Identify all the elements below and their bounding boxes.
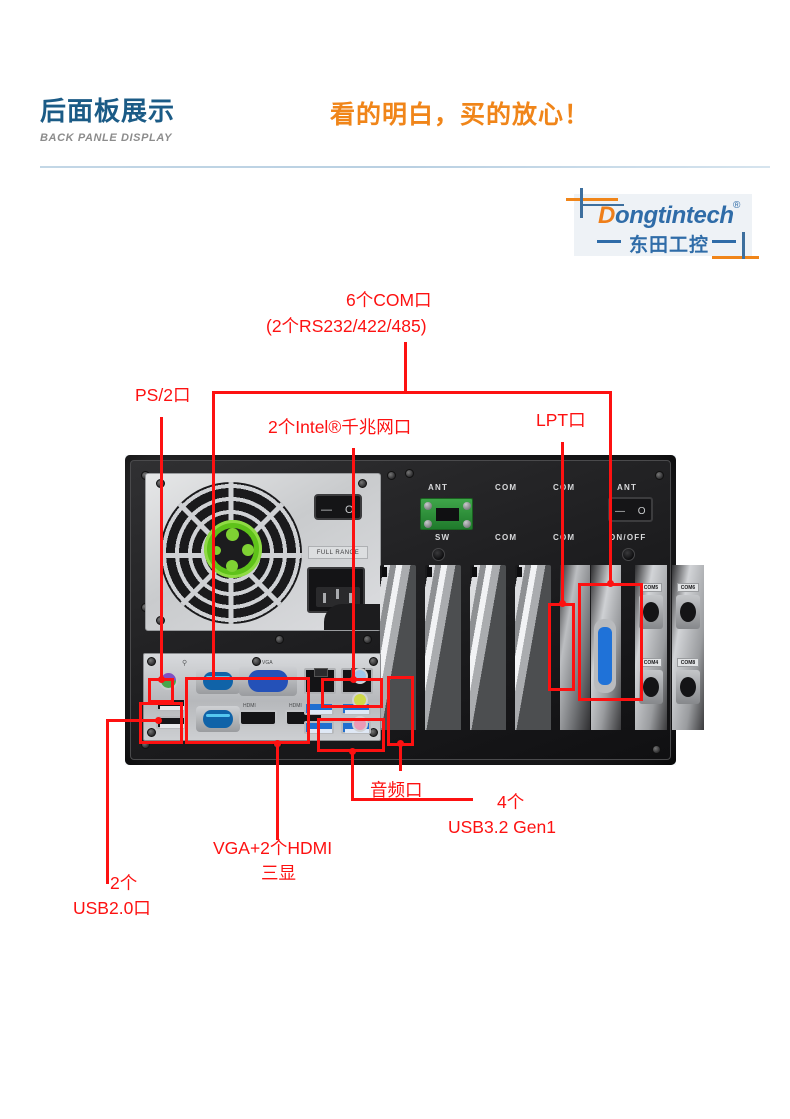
hdmi-port[interactable] — [239, 710, 277, 726]
motherboard-io-panel: ⚲ VGA HDMI HDMI — [143, 653, 381, 741]
db9-serial-port[interactable] — [676, 670, 700, 704]
com-port-tag: COM8 — [677, 658, 699, 667]
highlight-com-card — [578, 583, 643, 701]
callout-lpt-label: LPT口 — [536, 410, 586, 430]
callout-usb3-dot — [349, 748, 356, 755]
lpt-port-connector — [598, 627, 612, 685]
callout-lan-label: 2个Intel®千兆网口 — [268, 417, 411, 439]
callout-com-left-drop — [212, 391, 215, 678]
header-divider — [40, 166, 770, 168]
callout-ps2-stem — [160, 417, 163, 679]
chassis-onoff-switch[interactable]: — O — [608, 497, 653, 522]
logo-corner-left-blue — [580, 188, 583, 218]
highlight-video-ports — [185, 677, 310, 744]
com-port-tag: COM6 — [677, 583, 699, 592]
page-subtitle: BACK PANLE DISPLAY — [40, 132, 173, 144]
callout-lan-pre: 2个Intel — [268, 417, 329, 437]
callout-usb3-line2: USB3.2 Gen1 — [448, 817, 556, 837]
callout-lpt-stem — [561, 442, 564, 604]
callout-vga-dot — [274, 740, 281, 747]
case-screw — [652, 745, 661, 754]
case-screw — [363, 635, 372, 644]
logo-corner-bottom-orange — [712, 256, 759, 259]
highlight-lan-ports — [321, 678, 383, 708]
highlight-lpt-port — [548, 603, 575, 691]
callout-lan-stem — [352, 448, 355, 679]
callout-usb2-arm — [106, 719, 159, 722]
callout-ps2-label: PS/2口 — [135, 385, 191, 405]
expansion-slot — [380, 565, 416, 730]
expansion-slot — [425, 565, 461, 730]
callout-com-line1: 6个COM口 — [346, 290, 432, 310]
slot-blank-cover — [560, 565, 590, 730]
antenna-terminal-block[interactable] — [420, 498, 473, 530]
case-screw — [275, 635, 284, 644]
callout-audio-dot — [397, 740, 404, 747]
antenna-hole-right — [622, 548, 635, 561]
callout-com-line2: (2个RS232/422/485) — [266, 316, 427, 336]
highlight-ps2-port — [148, 678, 174, 703]
callout-vga-stem — [276, 744, 279, 840]
callout-usb2-line1: 2个 — [110, 873, 138, 893]
callout-usb3-line1: 4个 — [497, 792, 525, 812]
highlight-usb2-ports — [139, 702, 183, 744]
expansion-slot — [470, 565, 506, 730]
callout-usb3-stem — [351, 752, 354, 799]
callout-com-right-drop — [609, 391, 612, 584]
silk-sw: SW — [435, 533, 451, 542]
logo-wordmark: ongtintech — [615, 202, 734, 229]
antenna-hole-left — [432, 548, 445, 561]
logo-dash-left — [597, 240, 621, 243]
psu-switch-marks: — O — [321, 504, 359, 516]
vga-port[interactable] — [239, 666, 297, 696]
highlight-audio-jacks — [387, 676, 414, 746]
case-screw — [405, 469, 414, 478]
callout-com-stem — [404, 342, 407, 393]
silk-ant-right: ANT — [617, 483, 638, 492]
callout-usb2-stem — [106, 719, 109, 884]
lpt-parallel-port[interactable] — [594, 619, 616, 693]
callout-vga-line1: VGA+2个HDMI — [213, 838, 333, 858]
page-header: 后面板展示 BACK PANLE DISPLAY 看的明白，买的放心！ — [0, 0, 790, 175]
callout-com-bracket — [212, 391, 612, 394]
highlight-usb3-ports — [317, 718, 385, 752]
callout-usb3-arm — [351, 798, 473, 801]
case-screw — [655, 471, 664, 480]
db9-serial-port[interactable] — [676, 595, 700, 629]
brand-logo: D ongtintech ® 东田工控 — [566, 188, 759, 262]
case-screw — [387, 471, 396, 480]
db9-serial-port[interactable] — [639, 595, 663, 629]
callout-usb2-line2: USB2.0口 — [73, 898, 151, 918]
logo-chinese-name: 东田工控 — [629, 235, 710, 256]
logo-corner-right-blue — [742, 232, 745, 259]
callout-audio-stem — [399, 744, 402, 771]
expansion-slot — [515, 565, 551, 730]
logo-corner-top-blue — [580, 204, 624, 206]
silk-ant-left: ANT — [428, 483, 449, 492]
lpt-expansion-card — [591, 565, 621, 730]
silk-com-b: COM — [495, 533, 518, 542]
callout-lan-sup: ® — [328, 417, 342, 437]
io-switch-marks: — O — [615, 506, 651, 517]
callout-lan-post: 千兆网口 — [341, 417, 412, 437]
callout-audio-label: 音频口 — [370, 780, 423, 800]
annotation-overlay: 6个COM口 (2个RS232/422/485) PS/2口 2个Intel®千… — [0, 280, 790, 930]
registered-trademark-icon: ® — [733, 200, 741, 211]
callout-vga-line2: 三显 — [261, 863, 296, 883]
silk-onoff: ON/OFF — [609, 533, 647, 542]
serial-com-port[interactable] — [196, 706, 240, 732]
logo-letter-d: D — [598, 202, 616, 229]
slogan-text: 看的明白，买的放心！ — [330, 101, 591, 129]
page-title: 后面板展示 — [40, 96, 176, 126]
serial-com-port[interactable] — [196, 668, 240, 694]
logo-corner-top-orange — [566, 198, 618, 201]
db9-serial-port[interactable] — [639, 670, 663, 704]
silk-com-a: COM — [495, 483, 518, 492]
logo-dash-right — [712, 240, 736, 243]
